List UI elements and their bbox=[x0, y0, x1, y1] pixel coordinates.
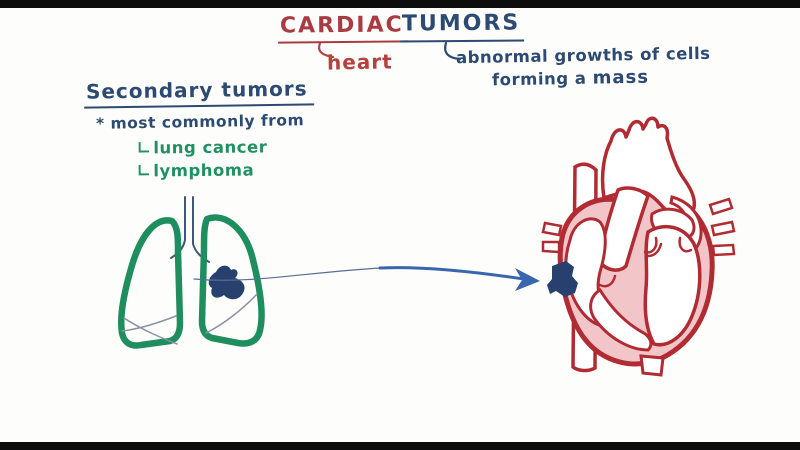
list-item-lung-cancer: ∟lung cancer bbox=[137, 137, 267, 157]
annotation-mass-word: mass bbox=[592, 66, 650, 89]
right-ventricle-chamber bbox=[589, 287, 653, 352]
list-item-label: lung cancer bbox=[153, 137, 268, 158]
lung-tumor-mass bbox=[208, 265, 245, 300]
lung-fissure-lines bbox=[121, 293, 258, 345]
pulmonary-vein-stubs bbox=[541, 197, 736, 257]
aorta bbox=[600, 116, 697, 219]
heart-icon bbox=[541, 116, 736, 377]
lungs-icon bbox=[118, 196, 265, 349]
secondary-tumors-heading: Secondary tumors bbox=[83, 76, 314, 109]
right-lung-lobe bbox=[198, 214, 265, 347]
list-bullet: ∟ bbox=[136, 138, 152, 158]
heart-tumor-mass bbox=[547, 261, 578, 297]
tumors-bracket bbox=[444, 41, 462, 61]
list-item-lymphoma: ∟lymphoma bbox=[137, 160, 254, 180]
tumors-annotation-line2: forming a mass bbox=[492, 67, 649, 91]
left-lung-lobe bbox=[118, 217, 184, 349]
list-item-label: lymphoma bbox=[153, 160, 255, 181]
list-bullet: ∟ bbox=[136, 161, 152, 181]
bottom-vessel-stub bbox=[639, 354, 665, 377]
metastasis-arrow-icon bbox=[193, 266, 540, 291]
letterbox-bar-bottom bbox=[0, 442, 800, 450]
title-tumors: TUMORS bbox=[399, 10, 525, 43]
cardiac-annotation: heart bbox=[326, 49, 393, 75]
cardiac-bracket bbox=[317, 41, 335, 59]
arrowhead bbox=[515, 268, 540, 291]
title-cardiac: CARDIAC bbox=[277, 12, 408, 44]
annotation-prefix: forming a bbox=[491, 68, 593, 90]
letterbox-bar-top bbox=[0, 0, 800, 8]
left-ventricle-chamber bbox=[643, 224, 702, 347]
most-commonly-note: * most commonly from bbox=[95, 111, 305, 133]
valve-flaps bbox=[596, 236, 693, 288]
